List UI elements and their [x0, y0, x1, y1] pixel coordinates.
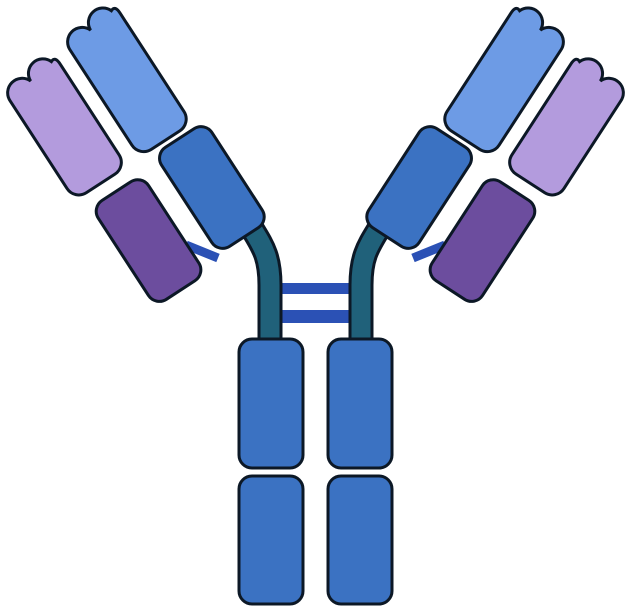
hinge-disulfide-bond-upper	[262, 283, 369, 294]
right-light-heavy-disulfide-bond	[411, 240, 447, 263]
left-fab-arm	[6, 6, 266, 303]
left-heavy-chain-variable-domain	[66, 6, 188, 154]
left-light-chain-variable-domain	[6, 57, 123, 197]
right-light-chain-variable-domain	[508, 57, 625, 197]
right-fab-arm	[365, 6, 625, 303]
left-heavy-chain-constant-domain	[158, 125, 266, 250]
left-light-heavy-disulfide-bond	[184, 240, 220, 263]
right-fc-lower-domain	[326, 474, 394, 606]
left-light-chain-constant-domain	[94, 178, 203, 303]
disulfide-bonds	[184, 240, 447, 323]
right-fc-upper-domain	[326, 337, 394, 470]
left-fc-lower-domain	[237, 474, 305, 606]
right-heavy-chain-constant-domain	[365, 125, 473, 250]
right-light-chain-constant-domain	[428, 178, 537, 303]
right-heavy-chain-variable-domain	[443, 6, 565, 154]
left-fc-upper-domain	[237, 337, 305, 470]
fc-region	[237, 337, 394, 606]
hinge-disulfide-bond-lower	[262, 310, 369, 323]
